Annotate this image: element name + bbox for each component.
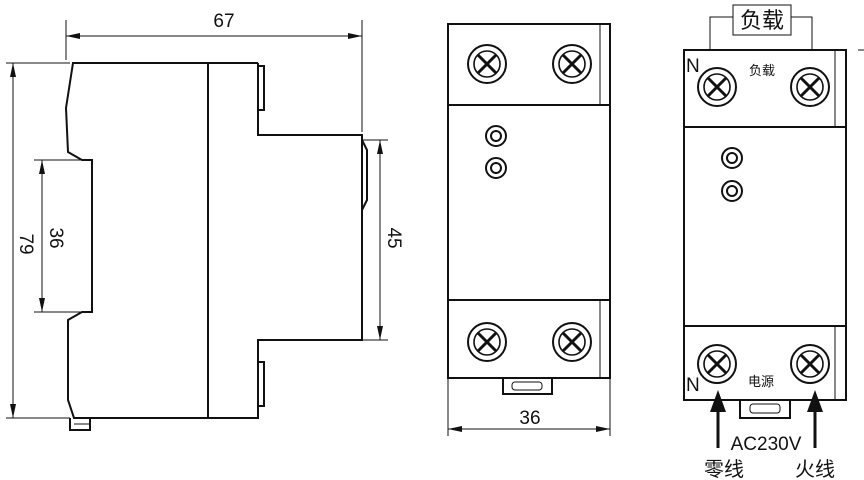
- side-view: 67 79 36 45: [6, 11, 404, 431]
- indicator-led-icon: [721, 147, 743, 169]
- dim-width-36: 36: [519, 408, 540, 429]
- terminal-screw-icon: [789, 66, 831, 108]
- terminal-screw-icon: [696, 343, 738, 385]
- neutral-label-top: N: [686, 56, 700, 77]
- source-terminal-label: 电源: [748, 375, 774, 390]
- wiring-view: 负载 N 负载 N 电源 AC230V 零线: [683, 4, 847, 480]
- indicator-led-icon: [485, 125, 507, 147]
- neutral-wire-label: 零线: [704, 457, 744, 480]
- load-box-label: 负载: [740, 9, 784, 34]
- load-terminal-label: 负载: [749, 64, 775, 79]
- wiring-view-outline: [683, 49, 847, 401]
- terminal-screw-icon: [789, 343, 831, 385]
- front-view-outline: [447, 23, 611, 379]
- load-box: [732, 4, 792, 36]
- din-clip-icon: [69, 418, 91, 431]
- arrow-up-icon: [710, 390, 726, 448]
- dim-width-67: 67: [213, 11, 234, 32]
- indicator-led-icon: [721, 180, 743, 202]
- terminal-screw-icon: [551, 43, 593, 85]
- dim-height-79: 79: [15, 233, 36, 254]
- side-view-top-terminal: [257, 65, 265, 111]
- neutral-label-bottom: N: [686, 375, 700, 396]
- terminal-screw-icon: [466, 43, 508, 85]
- live-wire-label: 火线: [795, 457, 835, 480]
- terminal-screw-icon: [696, 66, 738, 108]
- dim-rail-36: 36: [45, 227, 66, 248]
- indicator-led-icon: [485, 157, 507, 179]
- side-view-outline: [64, 62, 209, 419]
- side-view-bottom-terminal: [257, 361, 265, 407]
- dim-front-45: 45: [383, 227, 404, 248]
- din-clip-icon: [739, 400, 791, 419]
- supply-label: AC230V: [731, 434, 802, 455]
- terminal-screw-icon: [466, 321, 508, 363]
- din-clip-icon: [502, 378, 553, 395]
- arrow-up-icon: [807, 390, 823, 448]
- terminal-screw-icon: [551, 321, 593, 363]
- front-view: 36: [447, 23, 611, 436]
